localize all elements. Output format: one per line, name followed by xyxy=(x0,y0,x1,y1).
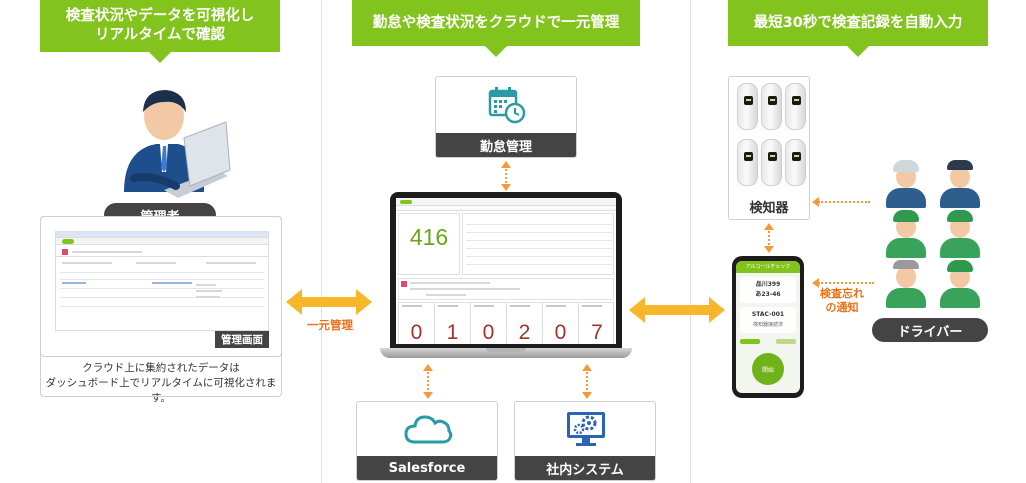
detector-label: 検知器 xyxy=(749,201,789,216)
admin-screen-mock xyxy=(55,231,269,331)
monitor-gears-icon xyxy=(565,410,607,448)
connector-salesforce xyxy=(427,368,429,394)
connector-attendance xyxy=(505,166,507,186)
sync-arrow-left xyxy=(286,289,372,315)
stats-row: 0 1 0 2 0 7 xyxy=(398,302,614,344)
phone-header: アルコールチェック xyxy=(736,261,800,273)
attendance-panel: 勤怠管理 xyxy=(435,76,577,158)
admin-caption-line1: クラウド上に集約されたデータは xyxy=(82,362,240,374)
banner-cloud-management: 勤怠や検査状況をクラウドで一元管理 xyxy=(352,0,640,57)
connector-detector-phone xyxy=(768,228,770,248)
connector-internal-system xyxy=(586,368,588,394)
alcohol-detector-icon xyxy=(761,83,782,130)
connector-detector-drivers xyxy=(818,201,870,203)
alcohol-detector-icon xyxy=(761,139,782,186)
alcohol-detector-icon xyxy=(737,139,758,186)
driver-person-icon xyxy=(938,210,982,258)
connector-phone-drivers xyxy=(818,282,874,284)
phone-plate-line2: あ23-46 xyxy=(755,291,781,298)
smartphone: アルコールチェック 品川399 あ23-46 STAC-001 検知器接続済 開… xyxy=(732,256,804,398)
stat-cell: 0 xyxy=(543,303,579,344)
manager-person-icon xyxy=(94,82,234,202)
stat-cell: 1 xyxy=(435,303,471,344)
stat-cell: 2 xyxy=(507,303,543,344)
sync-arrow-right xyxy=(629,297,725,323)
notify-line1: 検査忘れ xyxy=(820,287,864,300)
alcohol-detector-icon xyxy=(785,83,806,130)
stat-cell: 0 xyxy=(399,303,435,344)
salesforce-label: Salesforce xyxy=(357,456,497,480)
phone-device-line1: STAC-001 xyxy=(751,311,785,318)
admin-screen-panel: 管理画面 xyxy=(40,216,282,357)
column-divider-left xyxy=(321,0,322,483)
driver-label: ドライバー xyxy=(872,318,988,342)
admin-caption-frame xyxy=(40,216,282,397)
missed-check-notification: 検査忘れ の通知 xyxy=(814,287,870,315)
drivers-group xyxy=(878,160,990,310)
notify-line2: の通知 xyxy=(825,301,859,314)
stat-cell: 7 xyxy=(579,303,615,344)
banner-visualize: 検査状況やデータを可視化し リアルタイムで確認 xyxy=(40,0,280,63)
salesforce-panel: Salesforce xyxy=(356,401,498,481)
driver-person-icon xyxy=(884,210,928,258)
admin-screen-label: 管理画面 xyxy=(215,331,269,348)
column-divider-right xyxy=(690,0,691,483)
cloud-icon xyxy=(403,410,453,448)
attendance-label: 勤怠管理 xyxy=(436,133,576,157)
internal-system-panel: 社内システム xyxy=(514,401,656,481)
phone-start-button[interactable]: 開始 xyxy=(752,353,784,385)
dashboard-screen: 416 0 1 0 2 0 7 xyxy=(396,198,616,344)
laptop: 416 0 1 0 2 0 7 xyxy=(380,192,632,362)
driver-person-icon xyxy=(938,260,982,308)
phone-device-line2: 検知器接続済 xyxy=(752,322,783,328)
internal-system-label: 社内システム xyxy=(515,456,655,480)
banner-auto-input: 最短30秒で検査記録を自動入力 xyxy=(728,0,988,57)
banner-visualize-line2: リアルタイムで確認 xyxy=(94,27,226,43)
alcohol-detector-icon xyxy=(785,139,806,186)
phone-plate-line1: 品川399 xyxy=(755,281,781,288)
dashboard-big-number: 416 xyxy=(409,224,449,250)
driver-person-icon xyxy=(938,160,982,208)
calendar-clock-icon xyxy=(487,85,527,125)
unified-management-label: 一元管理 xyxy=(307,318,353,332)
driver-person-icon xyxy=(884,260,928,308)
stat-cell: 0 xyxy=(471,303,507,344)
admin-caption: クラウド上に集約されたデータは ダッシュボード上でリアルタイムに可視化されます。 xyxy=(40,361,282,406)
alcohol-detector-icon xyxy=(737,83,758,130)
driver-person-icon xyxy=(884,160,928,208)
admin-caption-line2: ダッシュボード上でリアルタイムに可視化されます。 xyxy=(45,377,277,404)
phone-screen: アルコールチェック 品川399 あ23-46 STAC-001 検知器接続済 開… xyxy=(736,261,800,393)
banner-visualize-line1: 検査状況やデータを可視化し xyxy=(65,8,255,24)
detector-panel: 検知器 xyxy=(728,76,810,220)
